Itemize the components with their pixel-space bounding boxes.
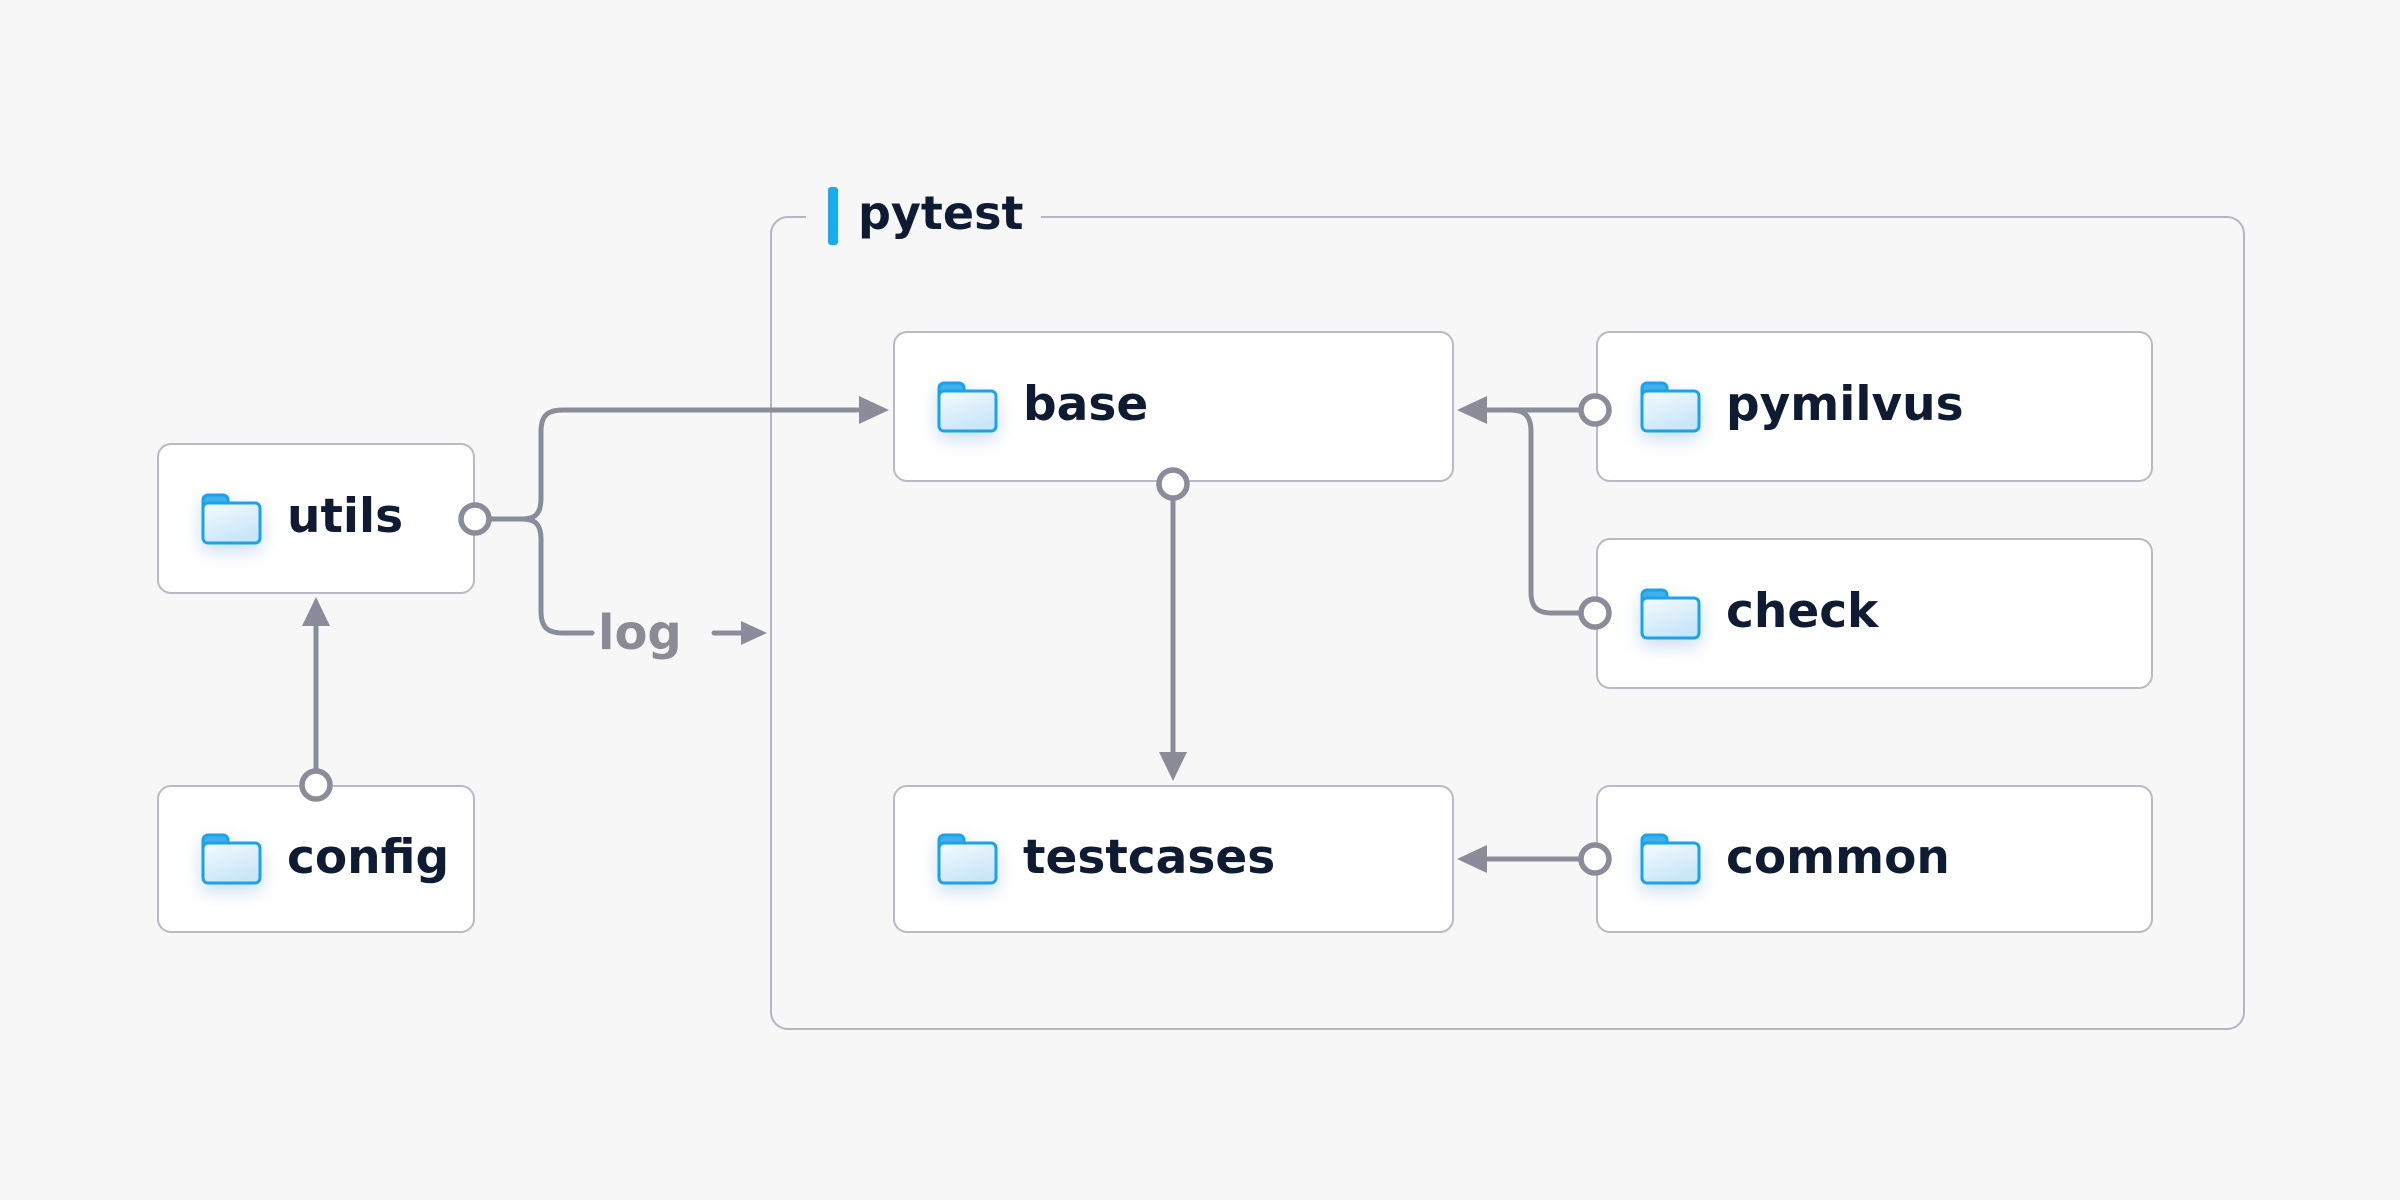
folder-node-base: base — [893, 331, 1454, 482]
folder-node-label: pymilvus — [1726, 377, 1964, 432]
folder-node-label: config — [287, 829, 450, 885]
pytest-group-container — [770, 216, 2245, 1030]
pytest-group-label: pytest — [806, 184, 1042, 248]
folder-node-utils: utils — [157, 443, 475, 594]
folder-icon — [1638, 380, 1702, 434]
folder-icon — [1638, 832, 1702, 886]
folder-node-label: check — [1726, 584, 1879, 639]
accent-bar — [828, 187, 838, 245]
folder-node-testcases: testcases — [893, 785, 1454, 933]
arrowhead-up — [302, 597, 330, 626]
arrowhead-right-small — [741, 621, 767, 645]
folder-node-label: testcases — [1023, 829, 1276, 885]
folder-icon — [199, 832, 263, 886]
pytest-group-title: pytest — [858, 186, 1024, 240]
folder-node-label: utils — [287, 489, 404, 544]
folder-node-label: common — [1726, 829, 1950, 885]
edge-config-to-utils — [299, 597, 333, 802]
folder-node-common: common — [1596, 785, 2153, 933]
folder-node-label: base — [1023, 377, 1149, 432]
folder-node-config: config — [157, 785, 475, 933]
folder-icon — [935, 380, 999, 434]
folder-node-check: check — [1596, 538, 2153, 689]
folder-icon — [199, 492, 263, 546]
log-edge-label: log — [598, 605, 682, 661]
folder-node-pymilvus: pymilvus — [1596, 331, 2153, 482]
folder-icon — [935, 832, 999, 886]
folder-icon — [1638, 587, 1702, 641]
